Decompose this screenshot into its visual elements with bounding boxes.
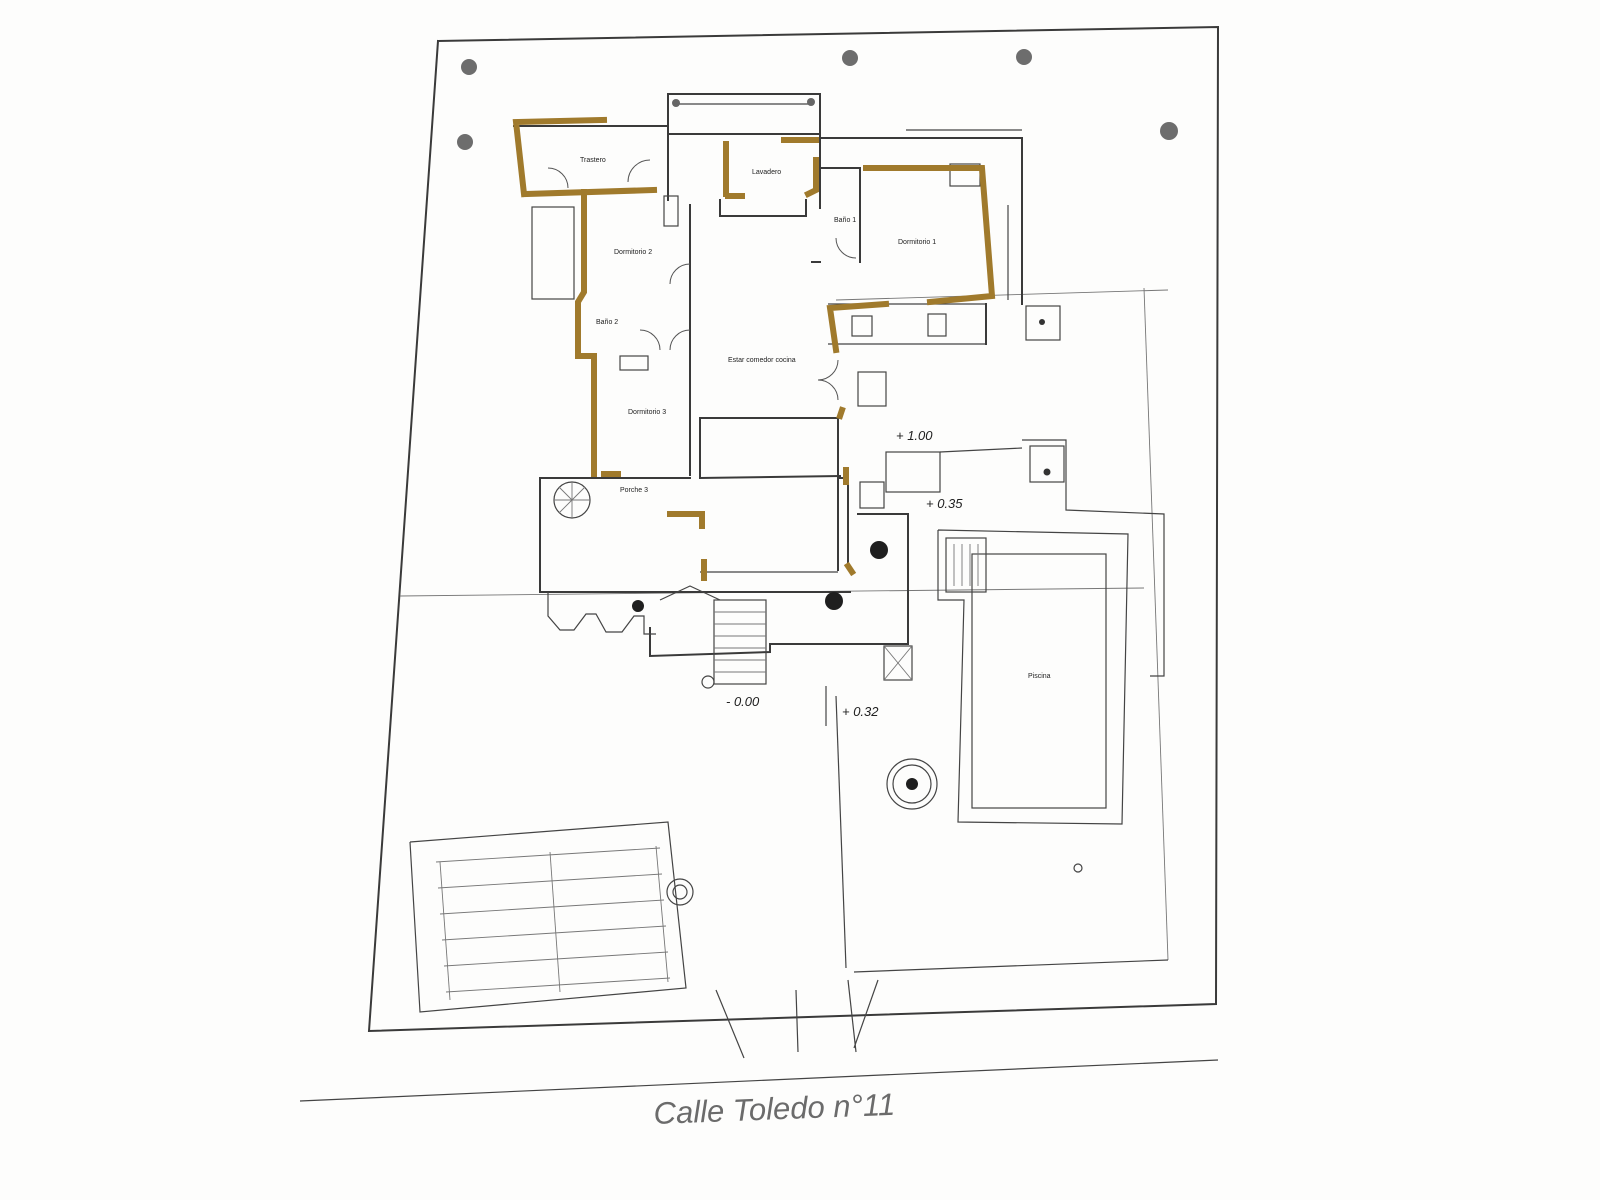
pool — [937, 529, 1129, 825]
room-label-lavadero: Lavadero — [752, 169, 781, 176]
room-label-porche: Porche 3 — [620, 487, 648, 494]
level-label-035: + 0.35 — [926, 496, 963, 511]
house-walls — [513, 93, 1061, 685]
room-label-dormitorio2: Dormitorio 2 — [614, 249, 652, 256]
room-labels: Trastero Lavadero Baño 1 Dormitorio 1 Do… — [580, 157, 1051, 680]
room-label-bano1: Baño 1 — [834, 217, 856, 224]
room-label-piscina: Piscina — [1028, 673, 1051, 680]
level-label-032: + 0.32 — [842, 704, 879, 719]
highlighted-walls — [512, 116, 996, 581]
garden-features — [632, 541, 1083, 969]
pool-deck — [939, 439, 1165, 677]
entrance-gate — [715, 959, 1169, 1059]
room-label-bano2: Baño 2 — [596, 319, 618, 326]
street-name: Calle Toledo n°11 — [653, 1087, 896, 1131]
level-label-000: - 0.00 — [726, 694, 760, 709]
room-label-trastero: Trastero — [580, 157, 606, 164]
tree-markers — [457, 49, 1178, 150]
level-labels: + 1.00 + 0.35 - 0.00 + 0.32 — [726, 428, 963, 719]
room-label-dormitorio3: Dormitorio 3 — [628, 409, 666, 416]
level-label-100: + 1.00 — [896, 428, 933, 443]
room-label-dormitorio1: Dormitorio 1 — [898, 239, 936, 246]
room-label-estar: Estar comedor cocina — [728, 357, 796, 364]
plot-boundary — [299, 25, 1220, 1102]
pergola — [409, 821, 694, 1013]
